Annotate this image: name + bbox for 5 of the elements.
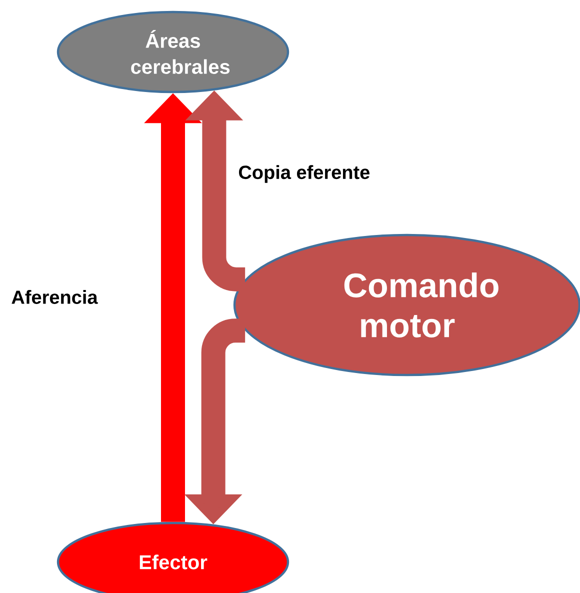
edge-label: Aferencia [12,290,98,304]
ellipse-node: Efector [56,522,290,593]
ellipse-node: Comando motor [233,234,580,376]
edge-label: Copia eferente [239,165,370,183]
ellipse-node: Áreas cerebrales [56,10,290,94]
